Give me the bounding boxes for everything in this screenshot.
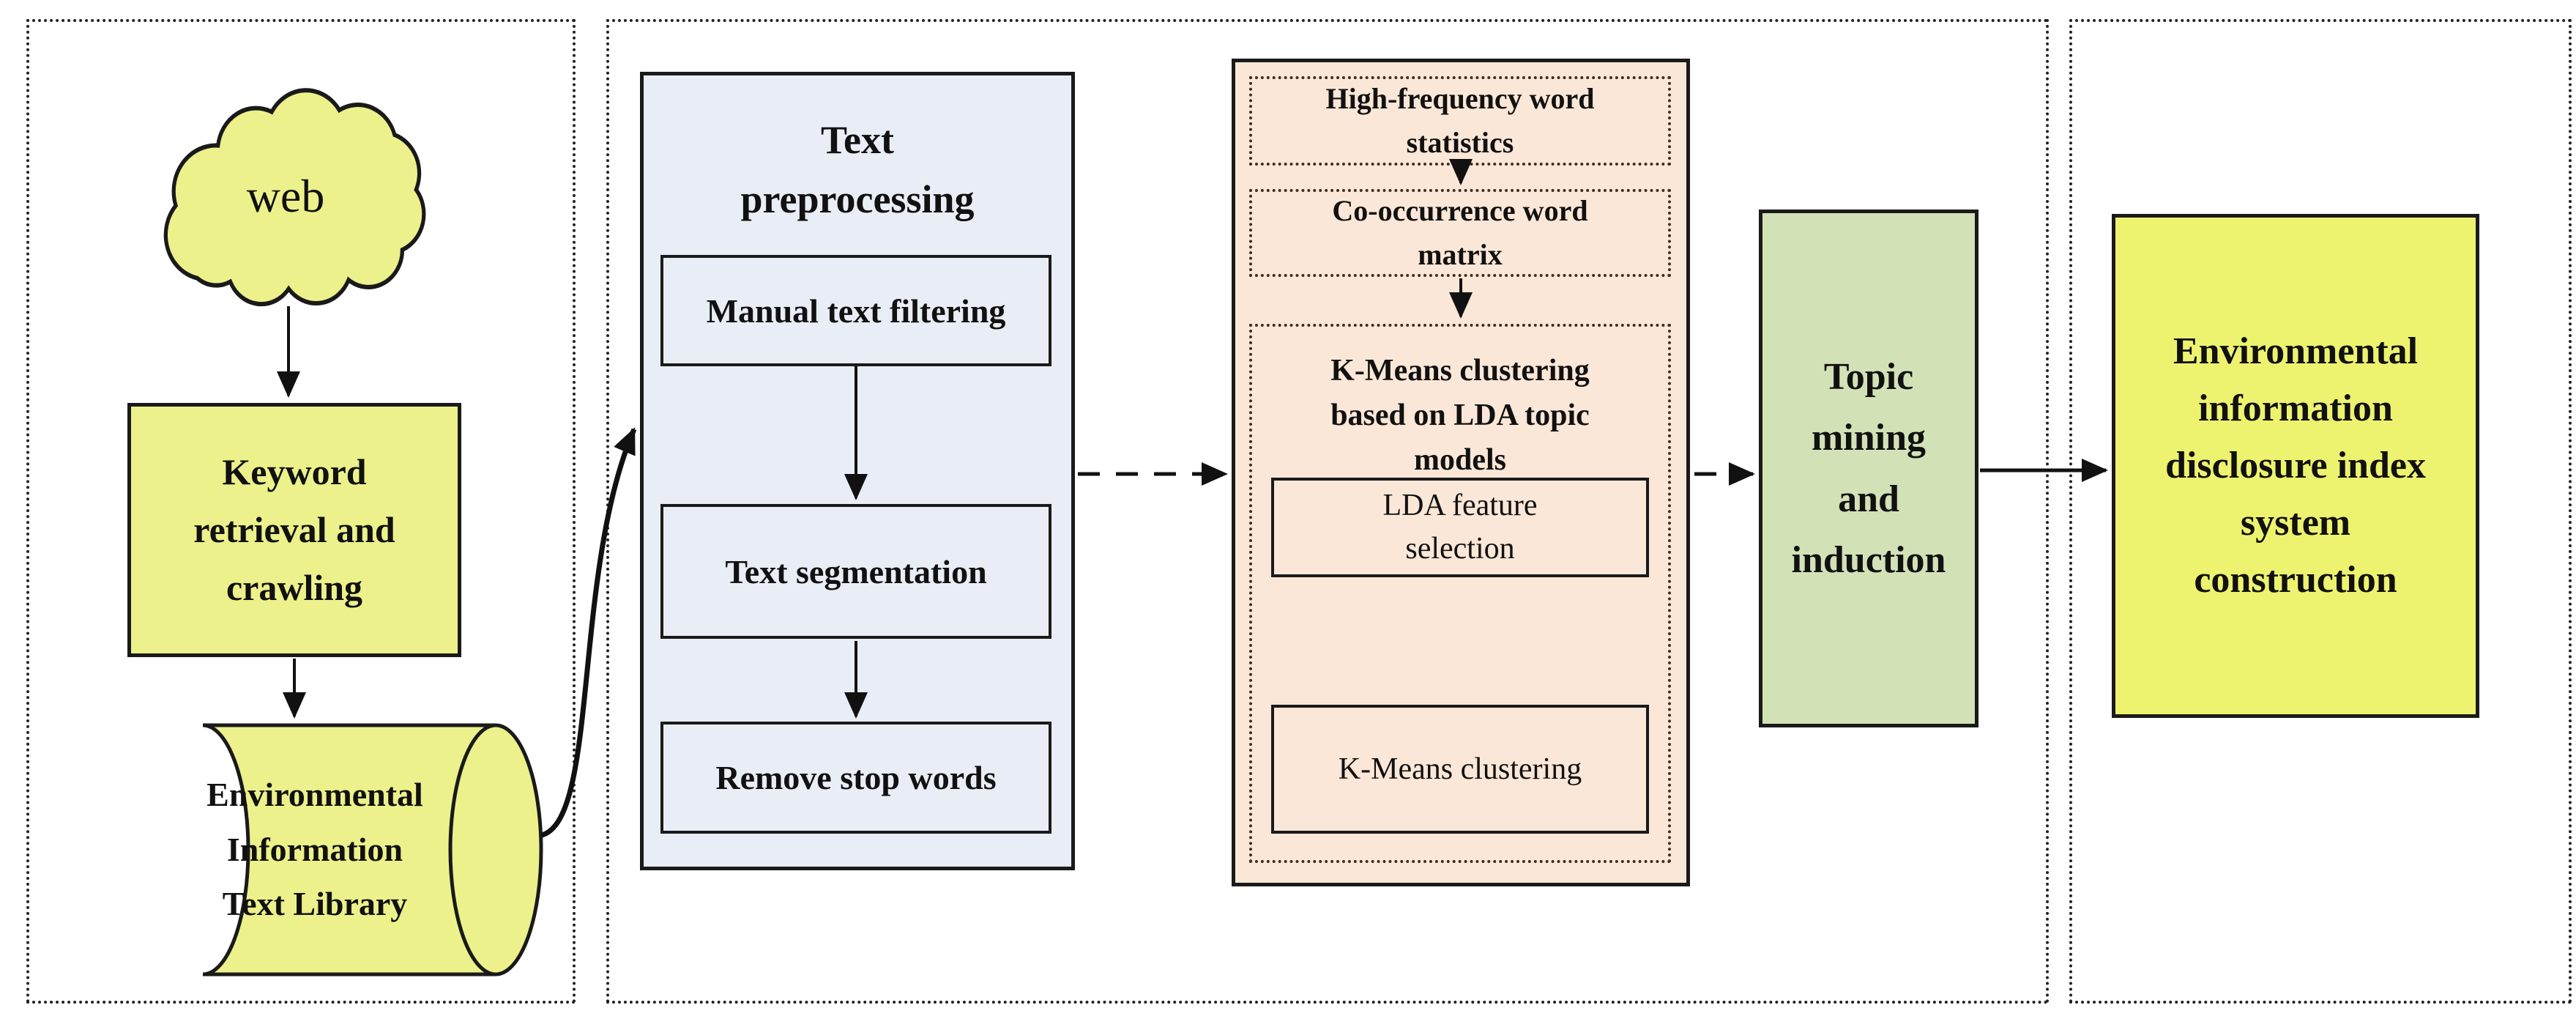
cooccurrence-line-1: Co-occurrence word bbox=[1332, 194, 1588, 227]
kmeans-lda-title-line-1: K-Means clustering bbox=[1330, 354, 1590, 388]
index-system-box: Environmental information disclosure ind… bbox=[2112, 214, 2479, 718]
preprocessing-title-line-2: preprocessing bbox=[740, 177, 975, 221]
kmeans-lda-title-line-3: models bbox=[1413, 442, 1506, 477]
topic-mining-line-2: mining bbox=[1811, 417, 1927, 459]
text-library-label: Environmental Information Text Library bbox=[161, 744, 469, 956]
step-manual-text-filtering: Manual text filtering bbox=[706, 292, 1006, 330]
kmeans-clustering-label: K-Means clustering bbox=[1338, 752, 1582, 786]
web-label: web bbox=[246, 170, 325, 222]
preprocessing-title-line-1: Text bbox=[820, 118, 894, 162]
kmeans-lda-title-line-2: based on LDA topic bbox=[1330, 398, 1590, 432]
lda-feature-selection-box: LDA feature selection bbox=[1271, 478, 1649, 577]
step-text-segmentation: Text segmentation bbox=[725, 552, 987, 590]
index-system-line-5: construction bbox=[2194, 559, 2397, 601]
section-index-construction bbox=[2069, 19, 2572, 1004]
keyword-retrieval-box: Keyword retrieval and crawling bbox=[127, 403, 461, 657]
library-line-1: Environmental bbox=[206, 776, 423, 814]
keyword-line-1: Keyword bbox=[222, 451, 367, 492]
step-remove-stop-words: Remove stop words bbox=[715, 759, 997, 796]
index-system-line-4: system bbox=[2240, 502, 2351, 544]
high-frequency-line-1: High-frequency word bbox=[1325, 82, 1595, 115]
index-system-line-3: disclosure index bbox=[2165, 445, 2426, 486]
lda-feature-line-1: LDA feature bbox=[1382, 489, 1538, 523]
library-line-2: Information bbox=[226, 830, 403, 868]
topic-mining-line-4: induction bbox=[1791, 538, 1946, 581]
cooccurrence-matrix-box: Co-occurrence word matrix bbox=[1249, 189, 1671, 277]
lda-feature-line-2: selection bbox=[1405, 532, 1515, 566]
keyword-line-2: retrieval and bbox=[193, 509, 395, 550]
keyword-line-3: crawling bbox=[226, 567, 363, 608]
index-system-line-2: information bbox=[2198, 388, 2393, 429]
cooccurrence-line-2: matrix bbox=[1418, 238, 1503, 271]
topic-mining-line-1: Topic bbox=[1823, 356, 1914, 399]
kmeans-lda-title: K-Means clustering based on LDA topic mo… bbox=[1330, 349, 1590, 483]
manual-text-filtering-box: Manual text filtering bbox=[660, 255, 1051, 366]
web-cloud-label: web bbox=[128, 79, 443, 314]
index-system-line-1: Environmental bbox=[2173, 330, 2419, 372]
high-frequency-word-box: High-frequency word statistics bbox=[1249, 76, 1671, 166]
remove-stop-words-box: Remove stop words bbox=[660, 722, 1051, 834]
high-frequency-line-2: statistics bbox=[1406, 126, 1514, 159]
topic-mining-line-3: and bbox=[1838, 478, 1899, 520]
library-line-3: Text Library bbox=[222, 885, 408, 923]
text-segmentation-box: Text segmentation bbox=[660, 504, 1051, 639]
topic-mining-box: Topic mining and induction bbox=[1759, 210, 1978, 727]
text-preprocessing-title: Text preprocessing bbox=[740, 111, 974, 229]
kmeans-clustering-box: K-Means clustering bbox=[1271, 705, 1649, 834]
